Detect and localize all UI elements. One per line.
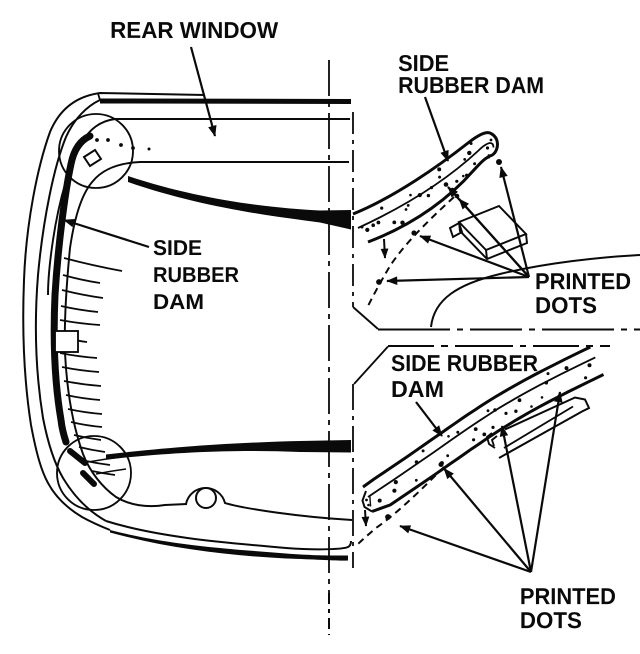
svg-text:SIDE RUBBER: SIDE RUBBER [391, 350, 538, 376]
svg-text:SIDE: SIDE [398, 50, 449, 76]
svg-text:DAM: DAM [153, 290, 204, 314]
svg-text:DOTS: DOTS [520, 607, 582, 633]
svg-text:PRINTED: PRINTED [520, 583, 616, 609]
svg-text:DAM: DAM [391, 376, 444, 402]
svg-text:RUBBER DAM: RUBBER DAM [398, 72, 544, 98]
svg-text:SIDE: SIDE [153, 236, 202, 260]
svg-text:REAR WINDOW: REAR WINDOW [110, 17, 278, 43]
svg-text:RUBBER: RUBBER [153, 263, 239, 287]
svg-text:PRINTED: PRINTED [535, 268, 631, 294]
svg-text:DOTS: DOTS [535, 292, 597, 318]
